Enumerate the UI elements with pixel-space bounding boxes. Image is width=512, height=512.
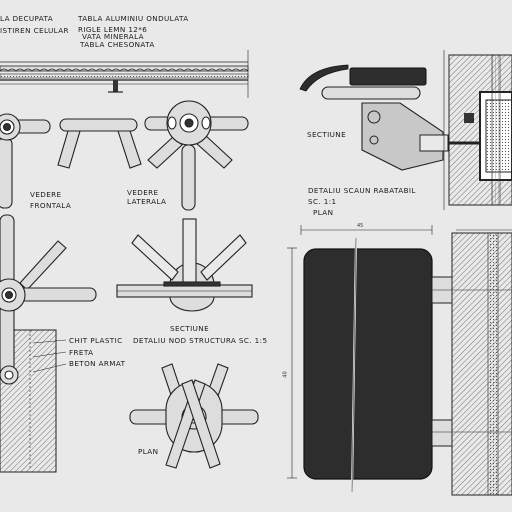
label-sectiune-nod: SECTIUNE <box>170 324 210 333</box>
base-leaders <box>32 339 67 373</box>
seat-section <box>299 50 512 210</box>
dimension-width: 45 <box>357 223 364 229</box>
base-node <box>0 214 97 385</box>
label-la-decupata: LA DECUPATA <box>0 14 54 23</box>
label-tabla-chesonata: TABLA CHESONATA <box>80 40 155 49</box>
node-section <box>116 218 253 312</box>
label-detaliu-nod: DETALIU NOD STRUCTURA SC. 1:5 <box>133 336 268 345</box>
label-rigle-lemn: RIGLE LEMN 12*6 <box>78 25 148 34</box>
label-vedere-frontala-1: VEDERE <box>30 190 62 199</box>
front-view-node <box>0 113 51 209</box>
label-detaliu-scaun: DETALIU SCAUN RABATABIL <box>308 186 416 195</box>
label-chit-plastic: CHIT PLASTIC <box>69 336 123 345</box>
label-vedere-frontala-2: FRONTALA <box>30 201 72 210</box>
front-view-braces <box>57 118 142 169</box>
plan-view-node <box>129 363 259 469</box>
seat-plan <box>287 225 512 496</box>
label-sectiune-scaun: SECTIUNE <box>307 130 347 139</box>
roof-section <box>0 50 249 98</box>
label-plan-scaun: PLAN <box>313 208 334 217</box>
label-tabla-aluminiu: TABLA ALUMINIU ONDULATA <box>78 14 189 23</box>
label-vata-minerala: VATA MINERALA <box>82 32 144 41</box>
label-plan-nod: PLAN <box>138 447 159 456</box>
label-beton-armat: BETON ARMAT <box>69 359 126 368</box>
dimension-height: 40 <box>282 371 289 378</box>
label-scara-scaun: SC. 1:1 <box>308 197 337 206</box>
label-vedere-laterala-1: VEDERE <box>127 188 159 197</box>
lateral-view-node <box>144 100 249 211</box>
label-vedere-laterala-2: LATERALA <box>127 197 167 206</box>
label-freta: FRETA <box>69 348 94 357</box>
label-polistiren: ISTIREN CELULAR <box>0 26 69 35</box>
